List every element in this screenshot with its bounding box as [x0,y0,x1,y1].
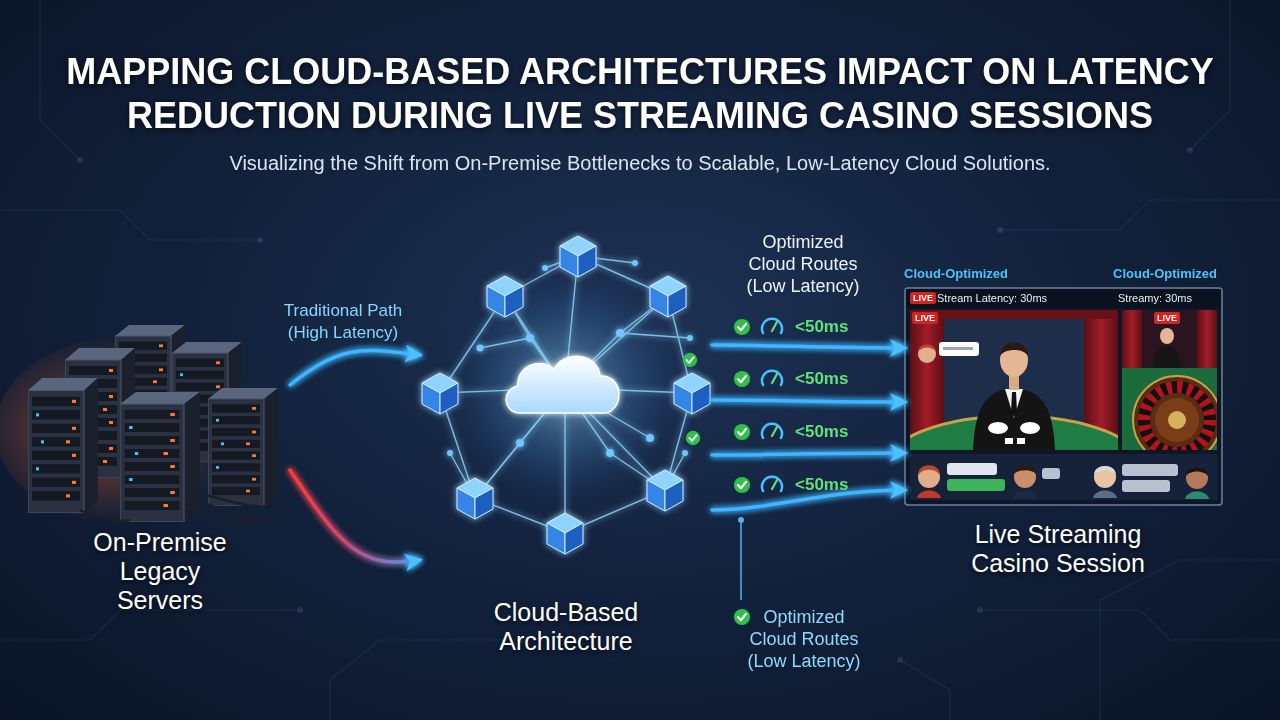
diagram-title: MAPPING CLOUD-BASED ARCHITECTURES IMPACT… [40,50,1240,138]
check-icons [683,319,750,625]
cloud-network-illustration [420,228,712,578]
leader-line [740,520,742,600]
server-node: On-Premise Legacy Servers [20,320,290,525]
edge-label: Traditional Path (High Latency) [265,300,421,344]
status-tag: Cloud-Optimized [1113,266,1217,282]
connector-arrow [712,453,905,455]
gauge-icons [762,319,782,491]
edge-label: <50ms [795,316,848,338]
status-tag: Cloud-Optimized [904,266,1008,282]
cloud-node: Cloud-Based Architecture [420,228,712,578]
route-note: Optimized Cloud Routes (Low Latency) [741,231,865,297]
latency-readout: Stream Latency: 30ms [937,291,1047,305]
connector-arrow [712,345,905,348]
edge-label: <50ms [795,421,848,443]
node-label: Cloud-Based Architecture [466,598,666,656]
connector-arrow [712,400,905,402]
diagram-caption: Visualizing the Shift from On-Premise Bo… [0,150,1280,176]
edge-label: <50ms [795,368,848,390]
live-badge: LIVE [910,292,936,304]
node-label: Live Streaming Casino Session [958,520,1158,578]
leader-dot [738,517,744,523]
live-badge: LIVE [1154,312,1180,324]
connector-arrow [290,350,420,385]
live-badge: LIVE [912,312,938,324]
node-label: On-Premise Legacy Servers [75,528,245,615]
latency-readout: Streamy: 30ms [1118,291,1192,305]
route-note: Optimized Cloud Routes (Low Latency) [742,606,866,672]
connector-arrow [290,470,420,562]
edge-label: <50ms [795,474,848,496]
server-illustration [20,320,290,525]
